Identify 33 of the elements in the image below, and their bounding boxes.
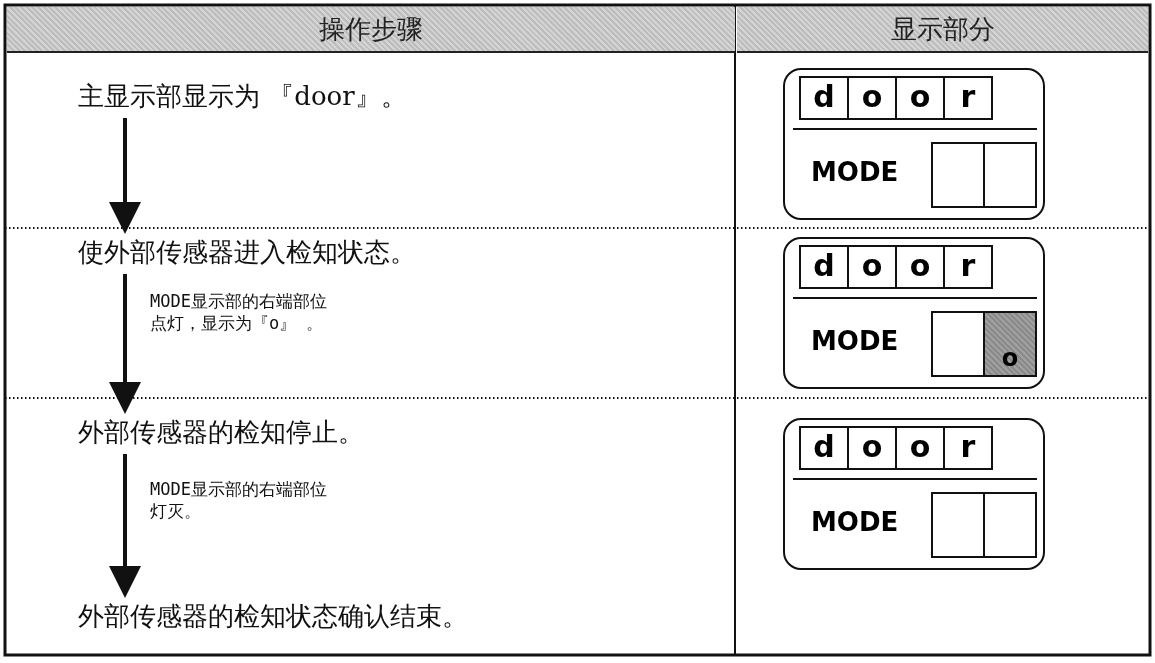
mode-label: MODE [811,506,899,539]
header-cell: 显示部分 [737,7,1148,53]
arrow [109,118,141,234]
header-cell: 操作步骤 [7,7,735,53]
letter-cell: o [847,76,897,120]
letter-cell: o [895,245,945,289]
step-text: 外部传感器的检知状态确认结束。 [78,596,468,636]
arrow [109,454,141,598]
indicator-cell [983,492,1037,558]
letter-cell: d [799,426,849,470]
letter-cell: o [895,426,945,470]
letter-cell: r [943,245,993,289]
indicator-cell [983,142,1037,208]
letter-cell: d [799,76,849,120]
step-text: 主显示部显示为 『door』。 [78,76,407,116]
display-panel [783,418,1045,570]
letter-cell: o [847,245,897,289]
mode-label: MODE [811,325,899,358]
mode-label: MODE [811,156,899,189]
letter-cell: o [847,426,897,470]
lit-indicator-cell: o [983,311,1037,377]
step-text: 外部传感器的检知停止。 [78,412,364,452]
letter-cell: d [799,245,849,289]
display-panel [783,237,1045,389]
letter-cell: o [895,76,945,120]
step-text: 使外部传感器进入检知状态。 [78,232,416,272]
letter-cell: r [943,426,993,470]
display-panel [783,68,1045,220]
indicator-cell [931,142,985,208]
indicator-cell [931,492,985,558]
letter-cell: r [943,76,993,120]
arrow [109,274,141,414]
indicator-cell [931,311,985,377]
